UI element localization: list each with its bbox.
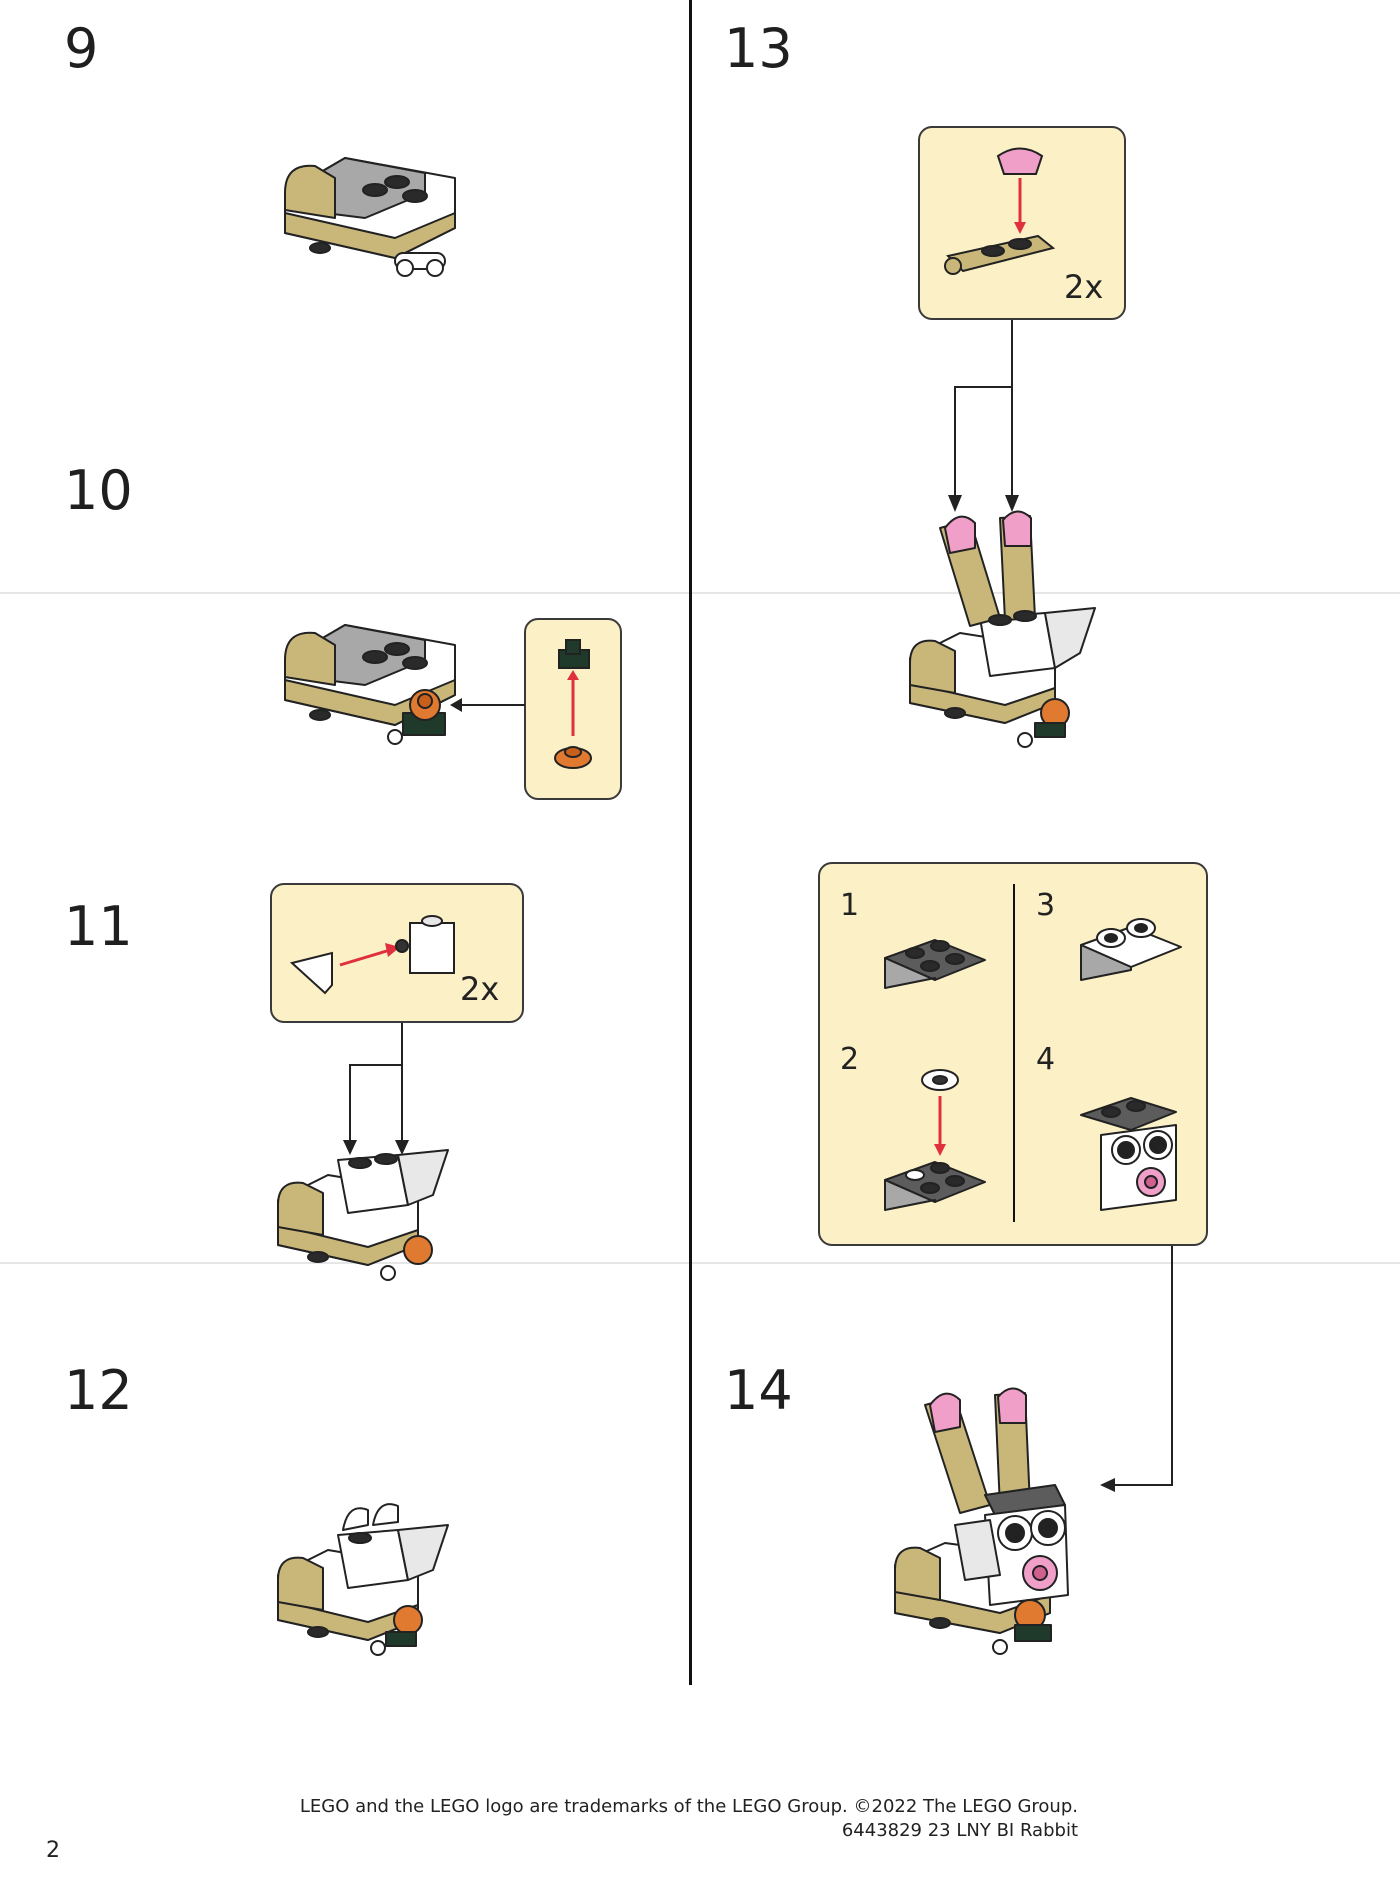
substep4-parts: [1080, 1097, 1177, 1211]
step10-callout-parts: [554, 639, 592, 769]
substep-2: 2: [840, 1042, 860, 1077]
step13-multiplier: 2x: [1064, 268, 1104, 306]
substep-3: 3: [1036, 888, 1056, 923]
substep-1: 1: [840, 888, 860, 923]
step-number-9: 9: [64, 17, 99, 80]
step11-callout: [270, 883, 524, 1023]
rabbit-build-step10-illustration: [284, 624, 456, 745]
footer: LEGO and the LEGO logo are trademarks of…: [300, 1795, 1078, 1844]
step11-multiplier: 2x: [460, 970, 500, 1008]
substep2-parts: [884, 1069, 986, 1211]
column-divider: [689, 0, 692, 1685]
step-number-11: 11: [64, 895, 133, 958]
step10-callout: [524, 618, 622, 800]
step-number-12: 12: [64, 1359, 133, 1422]
fold-line-horizontal-top: [0, 592, 1400, 594]
product-code: 6443829 23 LNY BI Rabbit: [841, 1820, 1078, 1842]
substep3-parts: [1080, 918, 1182, 981]
step-number-13: 13: [724, 17, 793, 80]
step-number-14: 14: [724, 1359, 793, 1422]
rabbit-build-step11-illustration: [277, 1149, 449, 1281]
subbuild-divider: [1013, 884, 1015, 1222]
substep-4: 4: [1036, 1042, 1056, 1077]
substep1-parts: [884, 939, 986, 989]
page-number: 2: [46, 1838, 60, 1863]
step-number-10: 10: [64, 459, 133, 522]
step10-arrow: [450, 698, 525, 712]
rabbit-build-step9-illustration: [284, 157, 456, 277]
rabbit-build-step13-illustration: [909, 510, 1096, 748]
trademark-text: LEGO and the LEGO logo are trademarks of…: [299, 1796, 1078, 1817]
step11-callout-parts: [289, 915, 455, 995]
fold-line-horizontal-bottom: [0, 1262, 1400, 1264]
rabbit-build-step12-illustration: [277, 1503, 449, 1656]
rabbit-build-step14-illustration: [894, 1387, 1069, 1655]
step13-callout-parts: [944, 147, 1056, 275]
